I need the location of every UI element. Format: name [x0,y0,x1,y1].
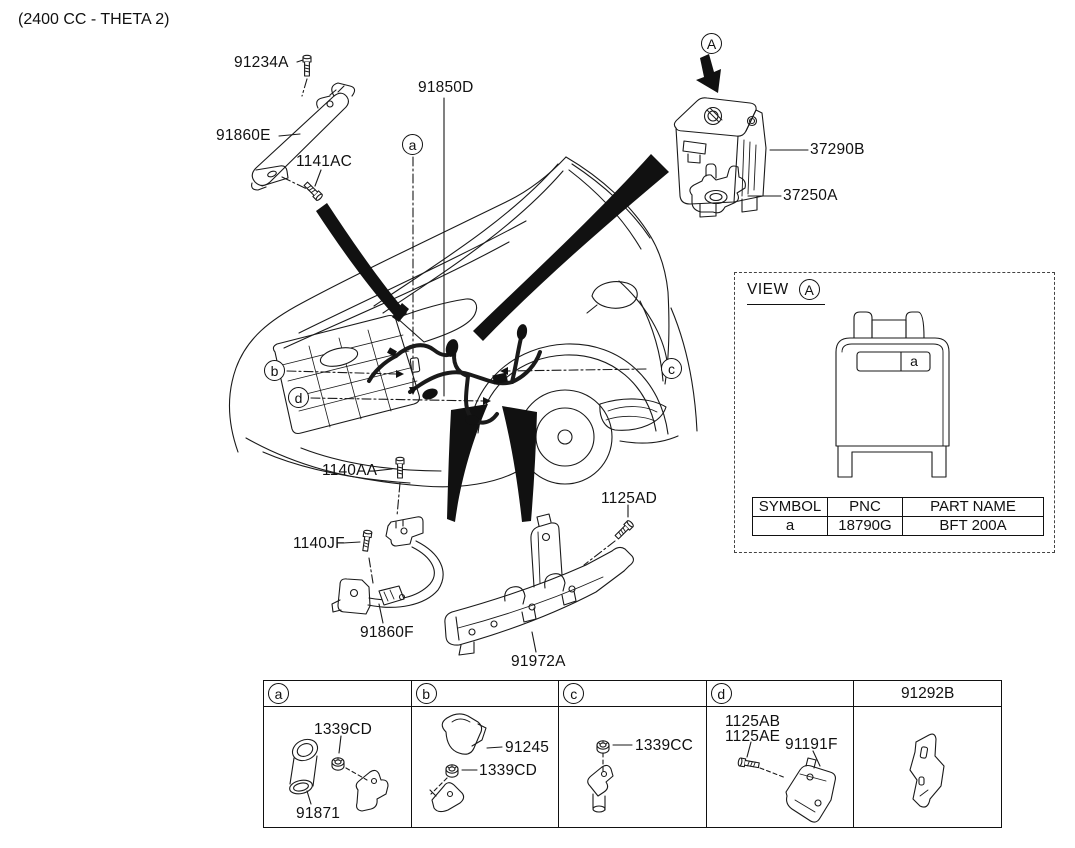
part-label-91860f[interactable]: 91860F [360,624,414,641]
part-label-91234a[interactable]: 91234A [234,54,289,71]
legend-label-91191f[interactable]: 91191F [785,736,838,753]
legend-col-91292b: 91292B [854,681,1001,827]
legend-col-b: b [411,681,560,827]
pointer-swooshes [316,54,721,522]
legend-col-a: a [264,681,412,827]
legend-col-d: d [706,681,855,827]
legend-head-b: b [411,681,559,707]
part-label-91972a[interactable]: 91972A [511,653,566,670]
crossmember-91972a-art [444,513,634,656]
callout-c[interactable]: c [661,358,682,379]
bolt-icon [395,456,405,479]
fuse-symbol-a: a [910,353,918,369]
bracket-91860e-art [251,82,356,191]
symbol-table-header-part-name: PART NAME [902,497,1044,517]
part-label-1141ac[interactable]: 1141AC [296,153,353,170]
bolt-icon [302,180,324,202]
car-drawing [228,156,698,488]
fuse-bft200a-art [835,311,950,478]
view-a-header: VIEW A [747,279,825,305]
callout-a[interactable]: a [402,134,423,155]
legend-head-d: d [706,681,854,707]
legend-label-1125ae[interactable]: 1125AE [725,728,781,745]
part-label-1140aa[interactable]: 1140AA [322,462,378,479]
symbol-cell: a [752,516,828,536]
bolt-icon [302,54,312,77]
part-label-37250a[interactable]: 37250A [783,187,838,204]
battery-clamp-art [689,163,746,214]
legend-label-91245[interactable]: 91245 [505,739,550,756]
callout-view-a[interactable]: A [701,33,722,54]
battery-fuse-box-art [673,97,767,218]
legend-callout-d: d [710,683,732,704]
part-label-1125ad[interactable]: 1125AD [601,490,658,507]
symbol-table-header-symbol: SYMBOL [752,497,828,517]
legend-label-1339cd-a[interactable]: 1339CD [314,721,373,738]
part-label-91850d[interactable]: 91850D [418,79,474,96]
page-title: (2400 CC - THETA 2) [18,11,170,28]
legend-label-1125ab[interactable]: 1125AB [725,713,781,730]
view-a-panel: VIEW A SYMBOL PNC PART NAME a 18790G BFT… [734,272,1055,553]
legend-callout-b: b [415,683,437,704]
legend-parts-art [289,713,945,823]
leader-lines [278,59,821,805]
legend-col-c: c [559,681,707,827]
legend-label-91871[interactable]: 91871 [296,805,341,822]
legend-callout-a: a [268,683,289,704]
pnc-cell[interactable]: 18790G [827,516,903,536]
view-label: VIEW [747,280,789,298]
legend-table: a b c d 91292B [263,680,1002,828]
legend-label-1339cd-b[interactable]: 1339CD [479,762,538,779]
part-label-91860e[interactable]: 91860E [216,127,271,144]
part-label-1140jf[interactable]: 1140JF [293,535,345,552]
callout-d[interactable]: d [288,387,309,408]
legend-head-a: a [264,681,411,707]
wiring-harness [367,324,542,426]
legend-head-91292b[interactable]: 91292B [854,681,1001,707]
ground-cable-91860f-art [331,516,444,615]
legend-head-c: c [559,681,706,707]
bolt-icon [360,529,373,552]
symbol-table-row: a 18790G BFT 200A [752,516,1044,536]
symbol-table-header-pnc: PNC [827,497,903,517]
part-label-37290b[interactable]: 37290B [810,141,865,158]
legend-callout-c: c [563,683,585,704]
part-name-cell: BFT 200A [902,516,1044,536]
bolt-icon [613,519,635,541]
symbol-table: SYMBOL PNC PART NAME a 18790G BFT 200A [752,497,1044,536]
view-a-ref-circle: A [798,279,820,300]
callout-b[interactable]: b [264,360,285,381]
legend-label-1339cc[interactable]: 1339CC [635,737,694,754]
